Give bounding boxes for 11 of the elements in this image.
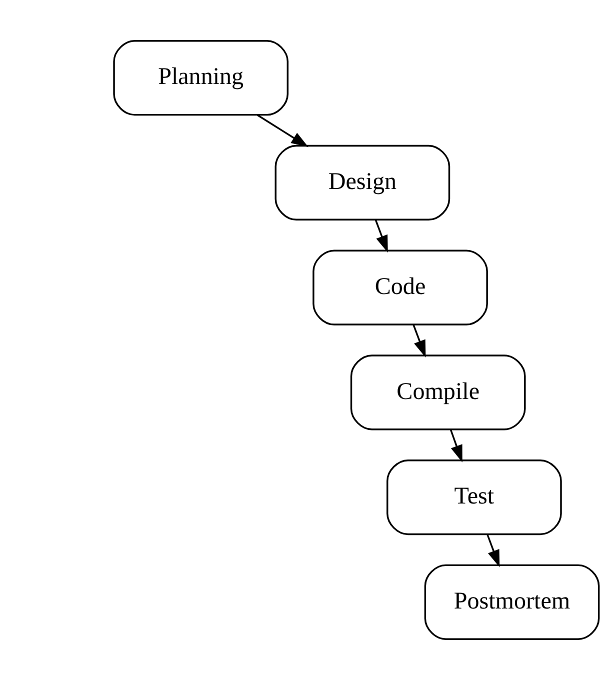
node-box: Design	[274, 144, 450, 221]
node-box: Code	[312, 250, 488, 326]
node-box: Planning	[113, 40, 289, 116]
arrow	[450, 429, 462, 462]
arrow	[412, 324, 426, 358]
node-box: Compile	[350, 354, 526, 430]
node-box: Postmortem	[424, 564, 600, 640]
arrow	[256, 114, 308, 148]
arrow	[486, 534, 500, 568]
node-box: Test	[386, 459, 562, 536]
arrow	[374, 220, 388, 253]
